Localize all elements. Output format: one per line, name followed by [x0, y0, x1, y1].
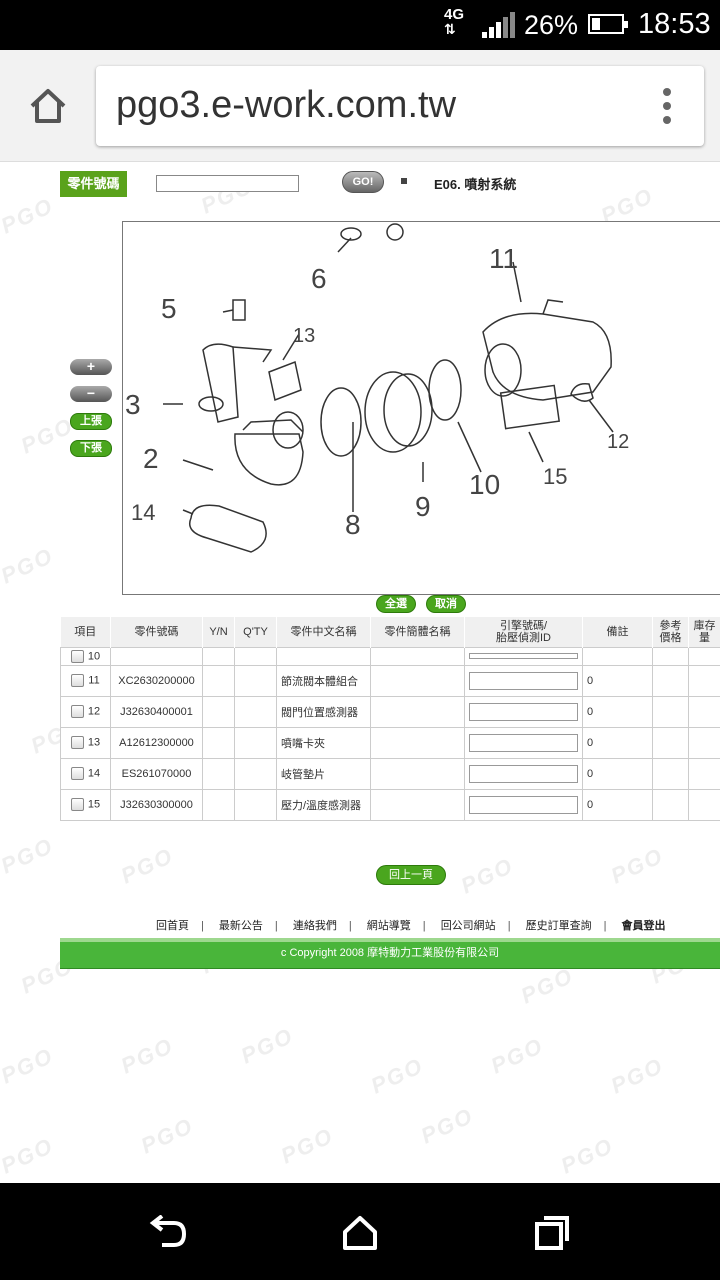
table-row: 15 J32630300000 壓力/溫度感測器 0 [60, 788, 720, 821]
table-row: 13 A12612300000 噴嘴卡夾 0 [60, 726, 720, 759]
header-item: 項目 [60, 617, 111, 647]
address-bar[interactable]: pgo3.e-work.com.tw [96, 66, 704, 146]
zoom-out-button[interactable]: − [70, 386, 112, 402]
header-qty: Q'TY [234, 617, 277, 647]
select-all-button[interactable]: 全選 [376, 595, 416, 613]
callout-15: 15 [543, 464, 567, 489]
browser-toolbar: pgo3.e-work.com.tw [0, 50, 720, 162]
copyright-bar: c Copyright 2008 摩特動力工業股份有限公司 [60, 938, 720, 969]
footer-link-sitemap[interactable]: 網站導覽 [366, 920, 411, 932]
engine-id-input[interactable] [469, 671, 578, 690]
battery-icon [588, 14, 628, 34]
header-ref-price: 參考價格 [652, 617, 689, 647]
callout-14: 14 [131, 500, 155, 525]
footer-link-order-history[interactable]: 歷史訂單查詢 [525, 920, 592, 932]
engine-id-input[interactable] [469, 795, 578, 814]
engine-id-input[interactable] [469, 733, 578, 752]
callout-8: 8 [345, 509, 361, 540]
row-checkbox[interactable] [70, 705, 84, 718]
header-yn: Y/N [202, 617, 235, 647]
network-label: 4G [444, 6, 465, 23]
engine-id-input[interactable] [469, 653, 578, 659]
row-checkbox[interactable] [70, 798, 84, 811]
clock: 18:53 [638, 8, 711, 40]
network-4g-icon: 4G ⇅ [444, 6, 465, 37]
engine-id-input[interactable] [469, 702, 578, 721]
web-page: PGO PGO PGO PGO PGO PGO PGO PGO PGO PGO … [0, 163, 720, 1183]
callout-6: 6 [311, 263, 327, 294]
callout-2: 2 [143, 443, 159, 474]
table-row: 10 [60, 646, 720, 666]
callout-13: 13 [293, 325, 315, 347]
parts-table: 項目 零件號碼 Y/N Q'TY 零件中文名稱 零件簡體名稱 引擎號碼/胎壓偵測… [60, 617, 720, 821]
engine-id-input[interactable] [469, 764, 578, 783]
home-icon[interactable] [28, 86, 68, 126]
battery-percent: 26% [524, 10, 579, 40]
home-icon[interactable] [342, 1215, 378, 1251]
row-checkbox[interactable] [71, 674, 85, 687]
row-checkbox[interactable] [70, 767, 84, 780]
part-number-input[interactable] [156, 175, 299, 192]
header-part-no: 零件號碼 [110, 617, 203, 647]
table-row: 14 ES261070000 岐管墊片 0 [60, 757, 720, 790]
zoom-in-button[interactable]: + [70, 359, 112, 375]
header-engine-id: 引擎號碼/胎壓偵測ID [464, 617, 583, 647]
footer-links: 回首頁| 最新公告| 連絡我們| 網站導覽| 回公司網站| 歷史訂單查詢| 會員… [150, 917, 710, 933]
header-memo: 備註 [582, 617, 653, 647]
table-header-row: 項目 零件號碼 Y/N Q'TY 零件中文名稱 零件簡體名稱 引擎號碼/胎壓偵測… [60, 617, 720, 647]
footer-link-news[interactable]: 最新公告 [218, 920, 263, 932]
back-icon[interactable] [148, 1215, 188, 1251]
previous-page-button[interactable]: 上張 [70, 413, 112, 430]
recents-icon[interactable] [534, 1215, 570, 1251]
callout-5: 5 [161, 293, 177, 324]
callout-3: 3 [125, 389, 141, 420]
exploded-view-drawing: 6 5 13 11 3 2 14 8 9 10 15 12 [125, 223, 629, 553]
go-button[interactable]: GO! [342, 171, 384, 193]
parts-diagram[interactable]: 6 5 13 11 3 2 14 8 9 10 15 12 [122, 221, 720, 595]
callout-12: 12 [607, 431, 629, 453]
url-text[interactable]: pgo3.e-work.com.tw [116, 84, 457, 126]
cancel-button[interactable]: 取消 [426, 595, 466, 613]
row-checkbox[interactable] [70, 649, 84, 663]
overflow-menu-icon[interactable] [660, 88, 674, 124]
footer-link-logout[interactable]: 會員登出 [621, 920, 666, 932]
row-checkbox[interactable] [70, 736, 84, 749]
system-title: E06. 噴射系統 [434, 177, 517, 192]
header-cn-name: 零件中文名稱 [276, 617, 371, 647]
header-short-name: 零件簡體名稱 [370, 617, 465, 647]
callout-11: 11 [489, 243, 518, 274]
android-nav-bar [0, 1183, 720, 1280]
bullet-icon [401, 178, 407, 184]
footer-link-company[interactable]: 回公司網站 [440, 920, 496, 932]
next-page-button[interactable]: 下張 [70, 440, 112, 457]
callout-10: 10 [469, 469, 500, 500]
header-stock: 庫存量 [688, 617, 720, 647]
signal-icon [482, 12, 515, 38]
back-to-previous-button[interactable]: 回上一頁 [376, 865, 446, 885]
footer-link-contact[interactable]: 連絡我們 [292, 920, 337, 932]
table-row: 11 XC2630200000 節流閥本體組合 0 [60, 664, 720, 697]
callout-9: 9 [415, 491, 431, 522]
part-number-label: 零件號碼 [60, 171, 127, 197]
footer-link-home[interactable]: 回首頁 [156, 920, 189, 932]
status-bar: 4G ⇅ 26% 18:53 [0, 0, 720, 50]
table-row: 12 J32630400001 閥門位置感測器 0 [60, 695, 720, 728]
